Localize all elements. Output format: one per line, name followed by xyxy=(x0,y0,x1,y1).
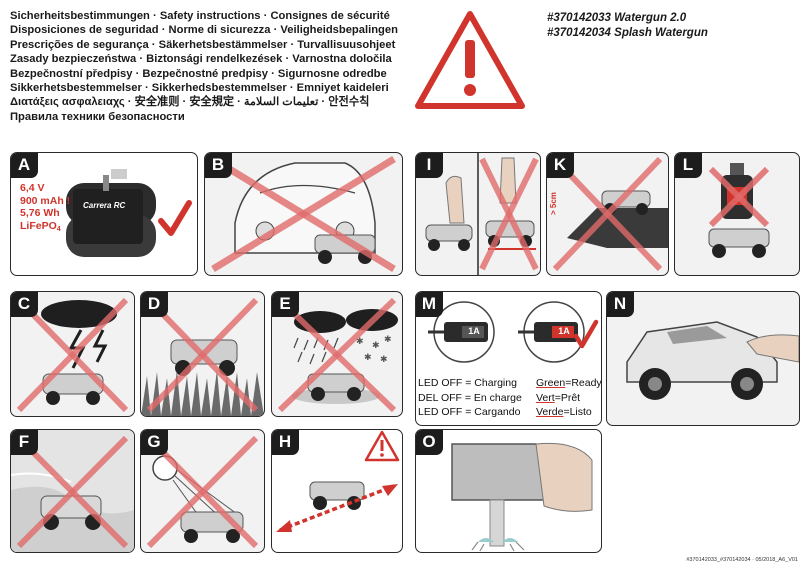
battery-specs: 6,4 V 900 mAh ! 5,76 Wh LiFePO4 xyxy=(20,182,70,236)
panel-h: H xyxy=(271,429,403,553)
prohibited-cross-icon xyxy=(146,435,259,549)
panel-label: C xyxy=(11,292,38,317)
header-line: Bezpečnostní předpisy · Bezpečnostné pre… xyxy=(10,67,387,80)
distance-illustration xyxy=(276,430,400,532)
battery-voltage: 6,4 V xyxy=(20,182,45,194)
header-line: Prescrições de segurança · Säkerhetsbest… xyxy=(10,38,396,51)
panel-label: E xyxy=(272,292,299,317)
prohibited-cross-icon xyxy=(552,156,663,272)
document-footer: #370142033_#370142034 · 05/2018_A6_V01 xyxy=(686,557,798,563)
charger-rating: 1A xyxy=(558,326,570,336)
product-number: #370142033 Watergun 2.0 xyxy=(547,12,687,24)
header-line: Zasady bezpieczeństwa · Biztonsági rende… xyxy=(10,53,392,66)
panel-n: N xyxy=(606,291,800,426)
panel-d: D xyxy=(140,291,265,417)
charger-rating: 1A xyxy=(468,326,480,336)
panel-e: E ✱✱✱✱✱ xyxy=(271,291,403,417)
charger-illustration xyxy=(428,301,599,363)
thunderstorm-illustration xyxy=(41,300,117,405)
panel-k: K > 5cm xyxy=(546,152,669,276)
battery-brand: Carrera RC xyxy=(83,201,126,210)
panel-label: K xyxy=(547,153,574,178)
product-numbers: #370142033 Watergun 2.0 #370142034 Splas… xyxy=(547,11,708,41)
svg-text:✱: ✱ xyxy=(380,355,388,365)
panel-g: G xyxy=(140,429,265,553)
prohibited-cross-icon xyxy=(146,297,259,413)
battery-energy: 5,76 Wh xyxy=(20,207,60,219)
checkmark-icon xyxy=(158,200,192,236)
cloud-icon xyxy=(41,300,117,328)
hand-car-illustration xyxy=(425,153,536,275)
prohibited-cross-icon xyxy=(16,297,129,413)
header-line: Διατάξεις ασφαλειαχς · 安全准则 · 安全規定 · تعل… xyxy=(10,96,370,109)
panel-label: B xyxy=(205,153,232,178)
panel-c: C xyxy=(10,291,135,417)
prohibited-cross-icon xyxy=(277,297,397,413)
panel-m: M 1A 1A xyxy=(415,291,602,426)
prohibited-cross-icon xyxy=(708,166,770,228)
panel-l: L xyxy=(674,152,800,276)
prohibited-cross-icon xyxy=(16,435,129,549)
checkmark-icon xyxy=(573,319,599,349)
header-line: Sikkerhetsbestemmelser · Sikkerhedsbeste… xyxy=(10,82,389,95)
panel-label: F xyxy=(11,430,38,455)
panel-label: L xyxy=(675,153,702,178)
battery-capacity: 900 mAh ! xyxy=(20,194,71,207)
safety-header: Sicherheitsbestimmungen · Safety instruc… xyxy=(10,9,405,124)
panel-label: G xyxy=(141,430,168,455)
battery-illustration xyxy=(66,169,192,257)
panel-a: A Carrera RC xyxy=(10,152,198,276)
product-number: #370142034 Splash Watergun xyxy=(547,27,708,39)
header-line: Правила техники безопасности xyxy=(10,110,185,123)
panel-label: I xyxy=(416,153,443,178)
panel-label: D xyxy=(141,292,168,317)
warning-triangle-icon xyxy=(415,11,525,109)
svg-text:✱: ✱ xyxy=(364,353,372,363)
panel-label: M xyxy=(416,292,443,317)
panel-label: A xyxy=(11,153,38,178)
panel-b: B xyxy=(204,152,403,276)
prohibited-cross-icon xyxy=(211,156,396,272)
panel-label: H xyxy=(272,430,299,455)
header-line: Sicherheitsbestimmungen · Safety instruc… xyxy=(10,10,390,22)
svg-text:✱: ✱ xyxy=(356,337,364,347)
car-refill-illustration xyxy=(626,321,799,400)
panel-label: N xyxy=(607,292,634,317)
panel-label: O xyxy=(416,430,443,455)
prohibited-cross-icon xyxy=(479,157,539,271)
panel-f: F xyxy=(10,429,135,553)
svg-text:✱: ✱ xyxy=(372,341,380,351)
header-line: Disposiciones de seguridad · Norme di si… xyxy=(10,24,398,37)
panel-i: I xyxy=(415,152,541,276)
battery-chemistry: LiFePO4 xyxy=(20,219,61,233)
water-pump-illustration xyxy=(451,442,593,552)
svg-text:✱: ✱ xyxy=(384,335,392,345)
panel-o: O xyxy=(415,429,602,553)
